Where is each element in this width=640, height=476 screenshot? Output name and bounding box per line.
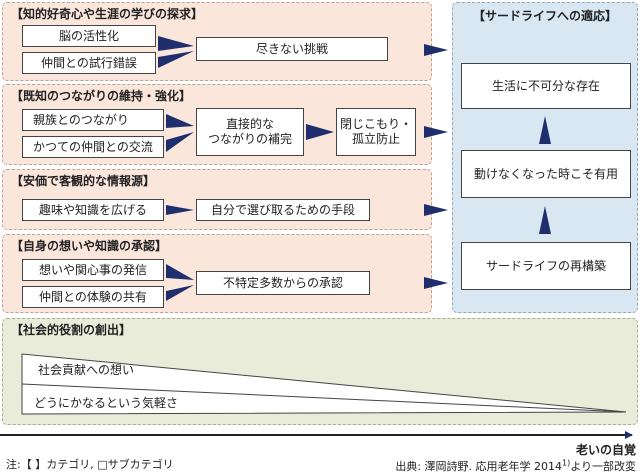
arrow-means-to-adaptation	[424, 204, 448, 216]
outcome-public-approval: 不特定多数からの承認	[196, 271, 370, 295]
social-easygoing-label: どうにかなるという気軽さ	[34, 396, 179, 410]
arrow-trial-to-challenge	[158, 51, 194, 68]
arrow-rebuild-to-useful	[539, 206, 551, 234]
sub-relatives-connection: 親族とのつながり	[22, 109, 164, 131]
adaptation-useful-when-immobile: 動けなくなった時こそ有用	[461, 150, 631, 198]
source-suffix: より一部改変	[570, 460, 636, 473]
awareness-axis-label: 老いの自覚	[575, 443, 636, 457]
arrow-approval-to-adaptation	[424, 277, 448, 289]
arrow-brain-to-challenge	[158, 36, 194, 51]
arrow-sharing-to-approval	[166, 285, 194, 301]
source-ref: 1)	[562, 458, 571, 468]
adaptation-title: 【サードライフへの適応】	[472, 9, 617, 23]
sub-trial-and-error: 仲間との試行錯誤	[22, 52, 156, 74]
sub-broaden-hobbies: 趣味や知識を広げる	[22, 199, 164, 221]
arrow-challenge-to-adaptation	[424, 44, 448, 56]
arrow-useful-to-inseparable	[539, 116, 551, 144]
legend-note: 注:【 】カテゴリ, □サブカテゴリ	[6, 458, 174, 471]
social-contribution-label: 社会貢献への想い	[38, 363, 135, 377]
outcome-selection-means: 自分で選び取るための手段	[196, 199, 370, 221]
outcome-isolation-prevention: 閉じこもり・ 孤立防止	[336, 108, 416, 156]
outcome-direct-connection: 直接的な つながりの補完	[196, 108, 304, 156]
arrow-hobby-to-means	[166, 205, 194, 215]
arrow-relatives-to-complement	[166, 114, 194, 128]
sub-share-experiences: 仲間との体験の共有	[22, 286, 164, 308]
arrow-oldfriends-to-complement	[166, 132, 194, 152]
source-text: 出典: 澤岡詩野. 応用老年学 2014	[395, 460, 562, 473]
sub-express-thoughts: 想いや関心事の発信	[22, 259, 164, 281]
sub-former-friends: かつての仲間との交流	[22, 136, 164, 158]
arrow-isolation-to-adaptation	[424, 126, 448, 138]
source-citation: 出典: 澤岡詩野. 応用老年学 20141)より一部改変	[395, 458, 636, 474]
category-title-connections: 【既知のつながりの維持・強化】	[11, 89, 192, 103]
category-title-curiosity: 【知的好奇心や生涯の学びの探求】	[11, 7, 204, 21]
category-title-information: 【安価で客観的な情報源】	[11, 174, 156, 188]
category-title-recognition: 【自身の想いや知識の承認】	[11, 239, 168, 253]
social-wedge-divider	[21, 383, 627, 413]
sub-brain-activation: 脳の活性化	[22, 25, 156, 47]
arrow-complement-to-isolation	[306, 124, 334, 140]
adaptation-inseparable: 生活に不可分な存在	[461, 63, 631, 109]
arrow-expression-to-approval	[166, 264, 194, 280]
social-role-title: 【社会的役割の創出】	[11, 323, 132, 337]
adaptation-rebuild: サードライフの再構築	[461, 242, 631, 290]
outcome-endless-challenge: 尽きない挑戦	[196, 37, 388, 61]
